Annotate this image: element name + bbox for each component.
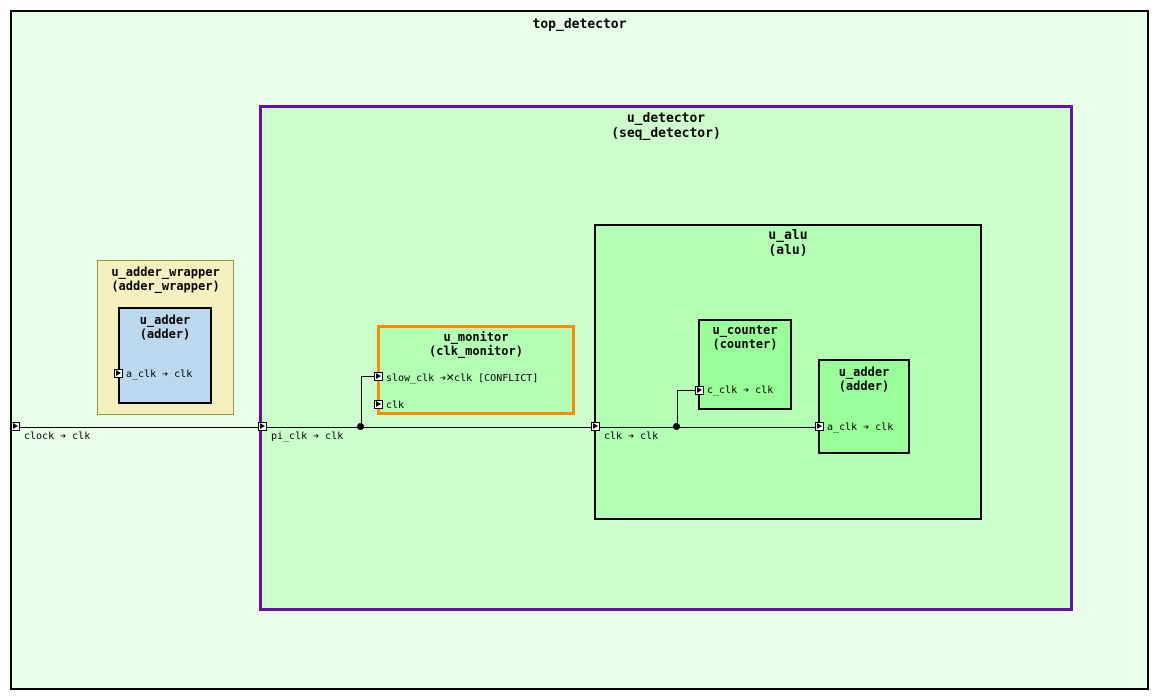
- block-u-adder-alu-module: (adder): [838, 379, 890, 394]
- block-u-adder-wrapper-instance: u_adder_wrapper: [111, 265, 220, 279]
- port-label-alu-clk: clk ➔ clk: [604, 431, 659, 442]
- port-label-monitor-clk: clk: [386, 400, 405, 411]
- block-u-adder-alu-title: u_adder(adder): [820, 365, 908, 393]
- block-u-counter-title: u_counter(counter): [700, 323, 790, 351]
- block-u-adder-inner-module: (adder): [139, 327, 191, 342]
- wire-counter-branch-vertical: [677, 390, 678, 428]
- port-label-detector-pi-clk: pi_clk ➔ clk: [271, 431, 344, 442]
- port-marker-detector-pi-clk[interactable]: [258, 422, 267, 431]
- port-label-adder-alu-a-clk: a_clk ➔ clk: [827, 422, 894, 433]
- port-label-monitor-slow-clk: slow_clk ➔✕clk [CONFLICT]: [386, 370, 539, 385]
- block-u-adder-alu[interactable]: u_adder(adder): [818, 359, 910, 454]
- wire-counter-branch-horizontal: [677, 390, 698, 391]
- block-u-adder-inner[interactable]: u_adder(adder): [118, 307, 212, 404]
- block-u-monitor-title: u_monitor(clk_monitor): [380, 330, 572, 358]
- port-marker-alu-clk[interactable]: [591, 422, 600, 431]
- conflict-x-icon: ✕: [446, 370, 455, 385]
- block-u-alu-module: (alu): [768, 243, 808, 259]
- port-label-monitor-slow-clk-pre: slow_clk ➔: [386, 373, 447, 384]
- wire-monitor-branch-vertical: [361, 376, 362, 428]
- block-u-adder-alu-instance: u_adder: [838, 365, 890, 379]
- block-u-alu-title: u_alu(alu): [596, 228, 980, 259]
- port-label-monitor-slow-clk-post: clk [CONFLICT]: [454, 373, 539, 384]
- block-u-counter-module: (counter): [712, 337, 778, 352]
- port-label-adder-inner-a-clk: a_clk ➔ clk: [126, 369, 193, 380]
- wire-clock-spine-seg2: [262, 427, 595, 428]
- port-marker-adder-inner-a-clk[interactable]: [114, 369, 123, 378]
- port-marker-monitor-slow-clk[interactable]: [374, 372, 383, 381]
- block-u-monitor-instance: u_monitor: [443, 330, 509, 344]
- junction-dot-counter: [673, 423, 680, 430]
- wire-clock-spine-seg1: [12, 427, 260, 428]
- junction-dot-monitor: [357, 423, 364, 430]
- port-label-counter-c-clk: c_clk ➔ clk: [707, 385, 774, 396]
- block-u-adder-wrapper-module: (adder_wrapper): [111, 279, 220, 294]
- port-marker-monitor-clk[interactable]: [374, 400, 383, 409]
- wire-clock-spine-seg3: [596, 427, 819, 428]
- port-label-top-clock: clock ➔ clk: [24, 431, 91, 442]
- block-u-detector-instance: u_detector: [626, 111, 706, 126]
- wire-monitor-branch-horizontal: [361, 376, 377, 377]
- block-u-detector-module: (seq_detector): [611, 126, 721, 142]
- block-u-monitor-module: (clk_monitor): [429, 344, 523, 359]
- port-marker-adder-alu-a-clk[interactable]: [815, 422, 824, 431]
- block-top-detector-title: top_detector: [532, 17, 627, 32]
- block-u-adder-inner-title: u_adder(adder): [120, 313, 210, 341]
- block-u-alu-instance: u_alu: [768, 228, 808, 243]
- block-u-adder-wrapper-title: u_adder_wrapper(adder_wrapper): [98, 265, 233, 293]
- port-marker-top-clock[interactable]: [11, 422, 20, 431]
- block-u-adder-inner-instance: u_adder: [139, 313, 191, 327]
- block-u-detector-title: u_detector(seq_detector): [262, 111, 1070, 142]
- port-marker-counter-c-clk[interactable]: [695, 386, 704, 395]
- block-u-counter-instance: u_counter: [712, 323, 778, 337]
- block-u-monitor[interactable]: u_monitor(clk_monitor): [377, 325, 575, 415]
